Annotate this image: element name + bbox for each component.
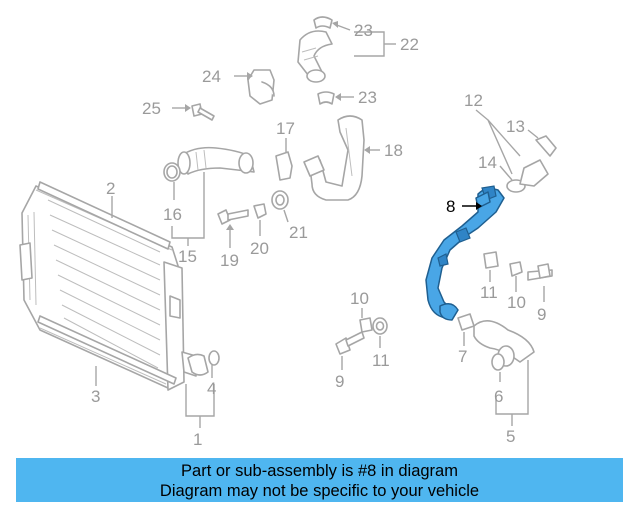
callout-13: 13 <box>506 117 525 136</box>
callout-10-mid: 10 <box>350 289 369 308</box>
hose-seal-ring <box>163 162 181 182</box>
callout-10-right: 10 <box>507 293 526 312</box>
callout-9-mid: 9 <box>335 372 344 391</box>
callout-23-lower: 23 <box>358 88 377 107</box>
bolt-9-mid <box>335 331 365 355</box>
callout-18: 18 <box>384 141 403 160</box>
callout-4: 4 <box>207 379 216 398</box>
connector-12 <box>519 159 549 187</box>
callout-15: 15 <box>178 247 197 266</box>
callout-11-mid: 11 <box>372 351 390 370</box>
grommet-11-right <box>483 251 499 269</box>
bolt-19 <box>217 209 249 225</box>
bolt-9-right <box>527 263 553 281</box>
callout-21: 21 <box>289 223 308 242</box>
banner-line-part: Part or sub-assembly is #8 in diagram <box>181 462 458 480</box>
info-banner: Part or sub-assembly is #8 in diagram Di… <box>16 458 623 502</box>
bolt-25 <box>191 103 215 121</box>
callout-22: 22 <box>400 35 419 54</box>
callout-14: 14 <box>478 153 497 172</box>
callout-7: 7 <box>458 347 467 366</box>
callout-24: 24 <box>202 67 221 86</box>
bush-20 <box>253 203 267 219</box>
callout-25: 25 <box>142 99 161 118</box>
bolt-13 <box>535 135 557 157</box>
grommet-11-mid <box>372 317 388 335</box>
callout-9-right: 9 <box>537 305 546 324</box>
hose-clamp-23-lower <box>317 91 335 105</box>
grommet-21 <box>271 190 289 210</box>
bracket-17 <box>275 151 293 181</box>
upper-seal-strip <box>37 181 171 250</box>
bush-10-right <box>509 261 523 277</box>
clamp-6 <box>491 353 505 371</box>
callout-19: 19 <box>220 251 239 270</box>
outlet-fitting <box>187 350 220 376</box>
callout-16: 16 <box>163 205 182 224</box>
callout-2: 2 <box>106 179 115 198</box>
lower-seal-strip <box>37 315 177 385</box>
callout-8: 8 <box>446 197 455 216</box>
intercooler-hose <box>177 146 255 175</box>
bush-10-mid <box>359 317 373 333</box>
callout-3: 3 <box>91 387 100 406</box>
callout-labels: 1 2 3 4 5 6 7 8 9 9 10 10 11 11 12 13 14… <box>91 21 546 449</box>
hose-clamp-23-upper <box>313 16 333 29</box>
coolant-pipe-8[interactable] <box>425 185 505 321</box>
callout-17: 17 <box>276 119 295 138</box>
callout-6: 6 <box>494 387 503 406</box>
callout-1: 1 <box>193 430 202 449</box>
sensor <box>247 69 275 105</box>
callout-11-right: 11 <box>480 283 498 302</box>
charge-pipe-18 <box>303 115 365 201</box>
callout-12: 12 <box>464 91 483 110</box>
charge-pipe-upper <box>297 30 333 83</box>
banner-line-disclaimer: Diagram may not be specific to your vehi… <box>159 482 480 500</box>
callout-20: 20 <box>250 239 269 258</box>
leader-lines <box>95 21 545 428</box>
callout-23-upper: 23 <box>354 21 373 40</box>
clip-7 <box>457 313 475 331</box>
callout-5: 5 <box>506 427 515 446</box>
